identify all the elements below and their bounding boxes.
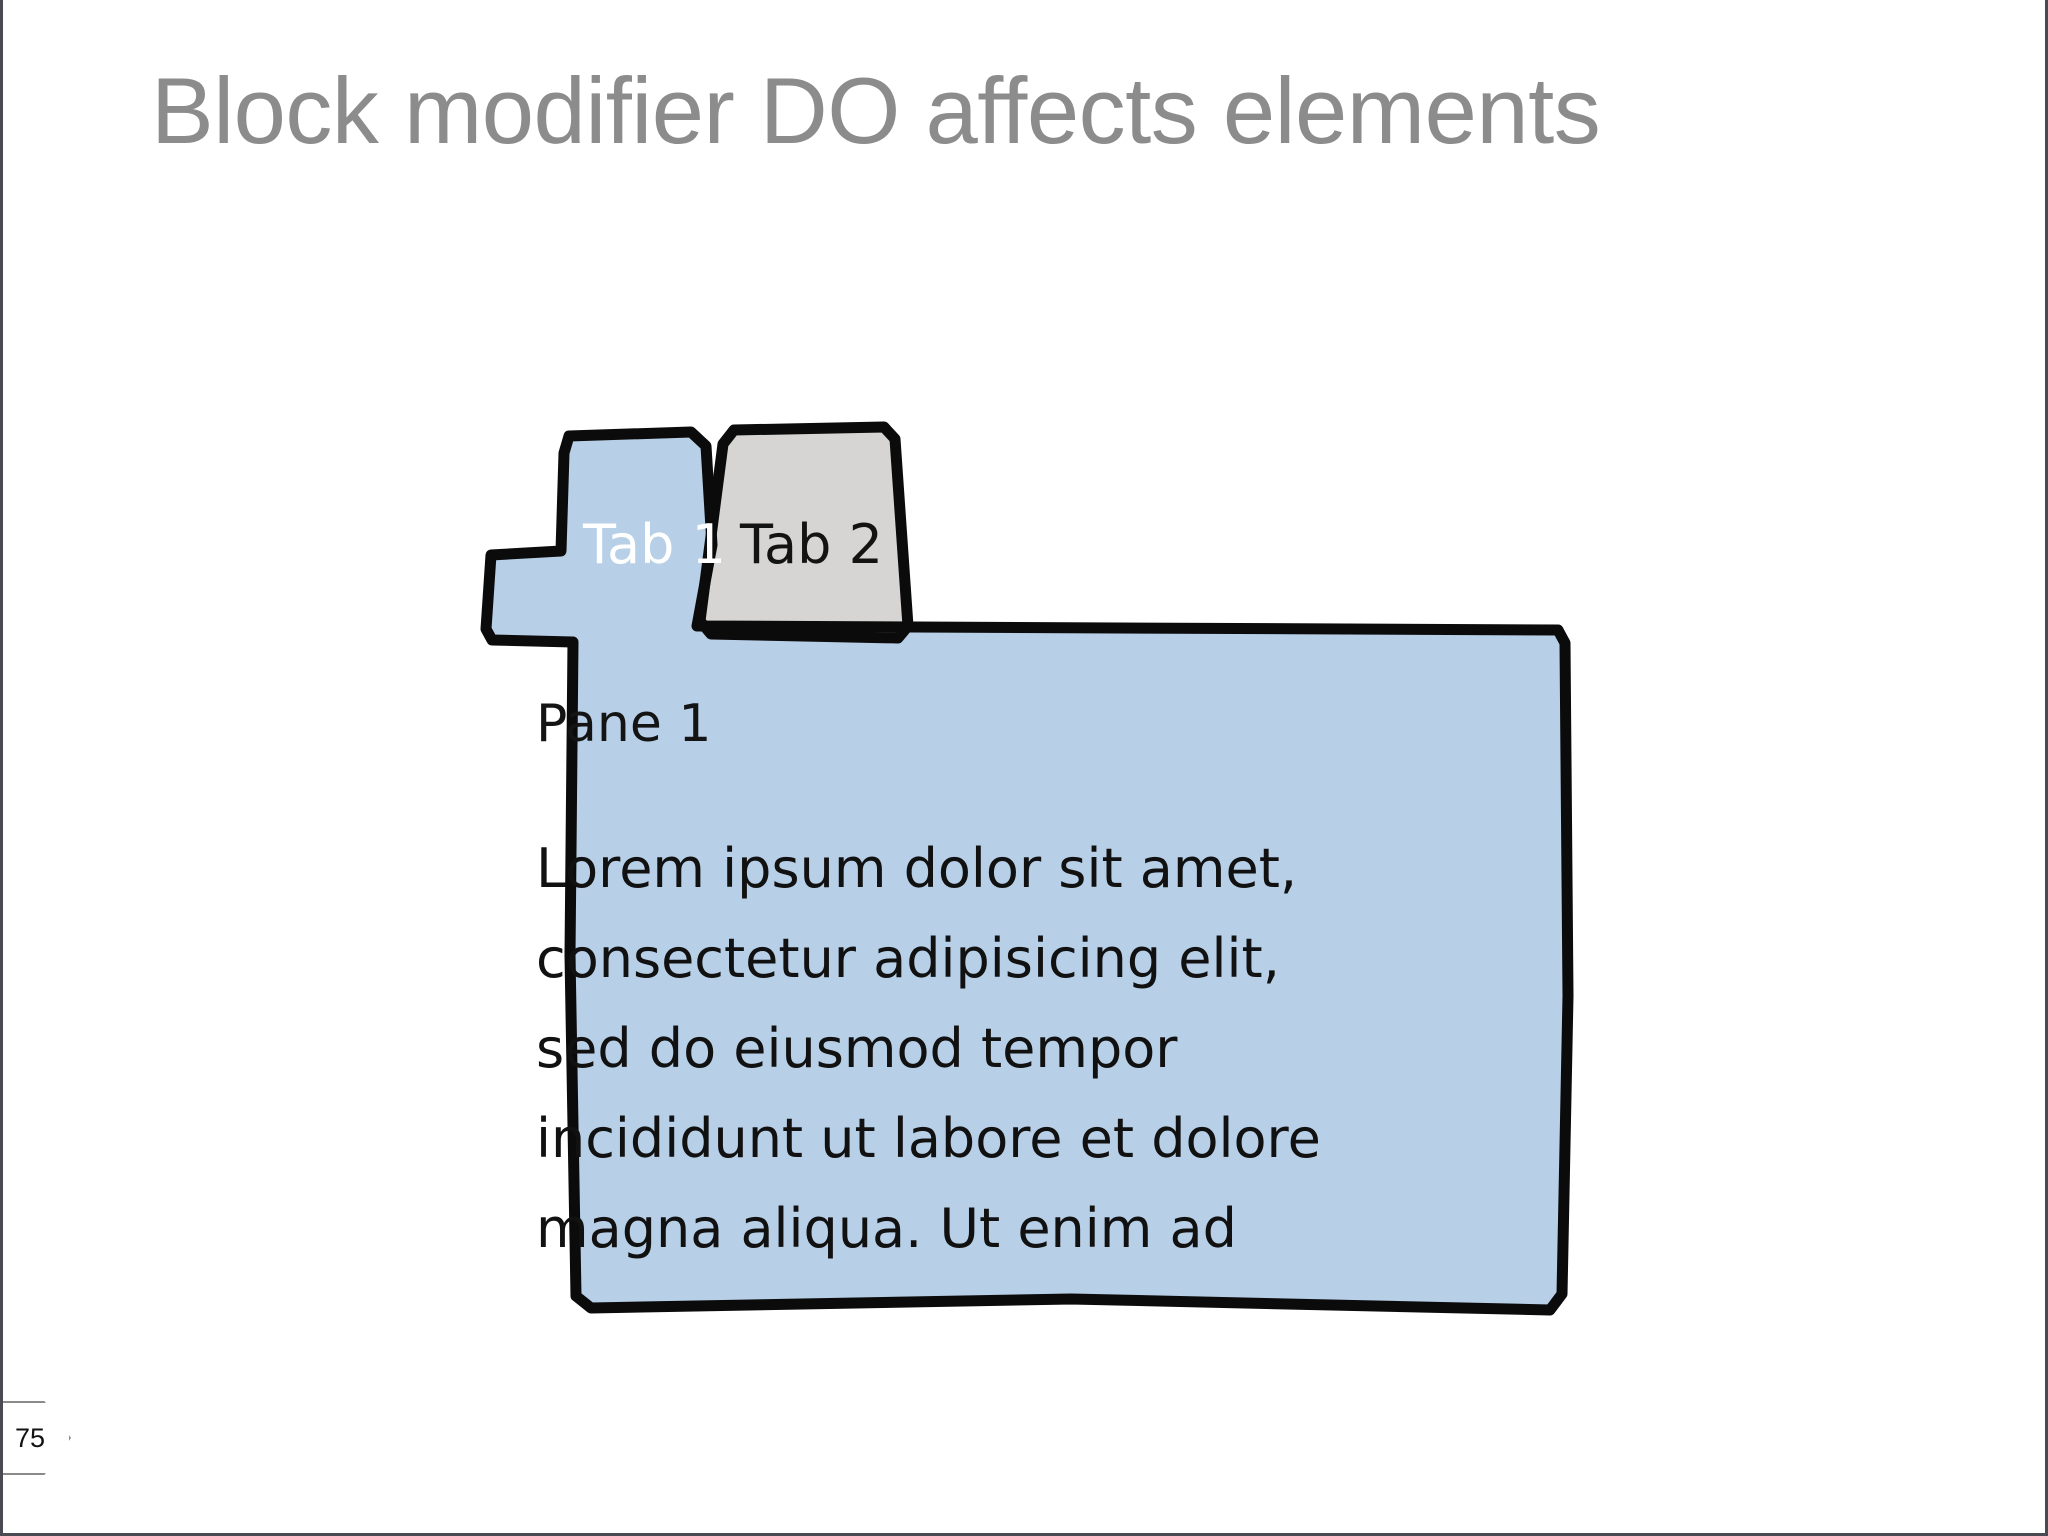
page-number: 75 xyxy=(14,1422,46,1453)
tab-2-label: Tab 2 xyxy=(739,513,883,576)
tab-1-label: Tab 1 xyxy=(582,513,726,576)
pane-body-line: consectetur adipisicing elit, xyxy=(536,927,1280,990)
pane-1: Pane 1 Lorem ipsum dolor sit amet, conse… xyxy=(536,694,1321,1260)
page-number-badge: 75 xyxy=(3,1401,71,1475)
tab-pane-outline xyxy=(480,426,1574,1316)
tab-1[interactable]: Tab 1 xyxy=(561,432,726,642)
tab-2-outline xyxy=(694,421,914,644)
tab-widget: Tab 1 Tab 2 Pane 1 Lorem ipsum dolor sit… xyxy=(473,395,1583,1340)
tab-pane-active-fill xyxy=(487,433,1566,1309)
pane-heading: Pane 1 xyxy=(536,694,711,754)
page-title: Block modifier DO affects elements xyxy=(151,58,1601,163)
pane-body-line: sed do eiusmod tempor xyxy=(536,1017,1178,1080)
tab-2-fill xyxy=(701,428,907,637)
pane-body-line: incididunt ut labore et dolore xyxy=(536,1107,1321,1170)
tab-2[interactable]: Tab 2 xyxy=(711,427,908,634)
pane-body-line: magna aliqua. Ut enim ad xyxy=(536,1197,1237,1260)
pane-body-line: Lorem ipsum dolor sit amet, xyxy=(536,837,1297,900)
